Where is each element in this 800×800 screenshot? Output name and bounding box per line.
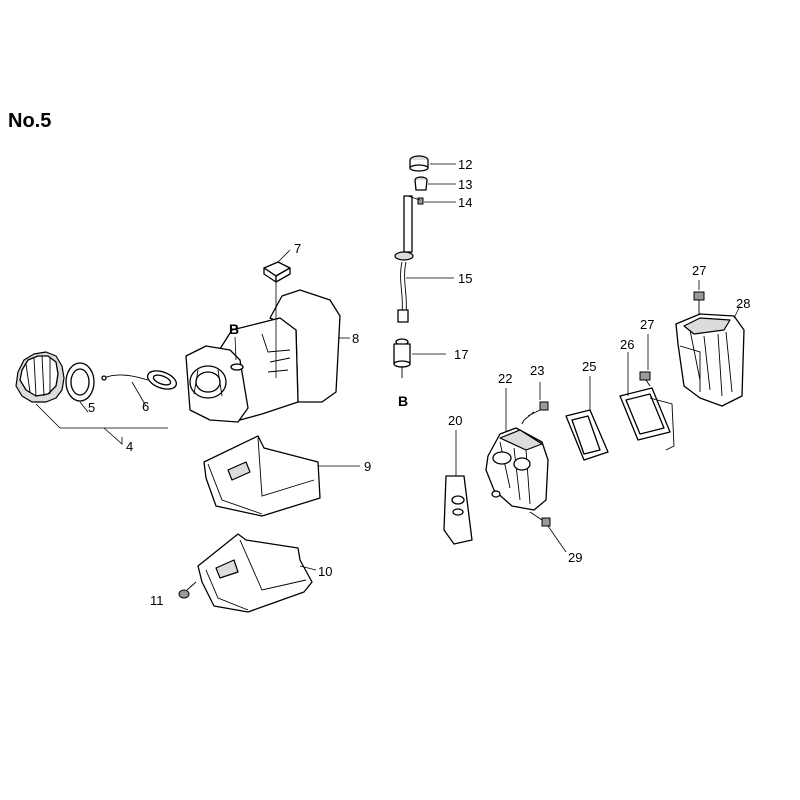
callout-20: 20	[448, 413, 462, 428]
screw-27-upper	[693, 291, 705, 314]
callout-8: 8	[352, 331, 359, 346]
callout-12: 12	[458, 157, 472, 172]
fuel-pickup-line	[101, 370, 178, 390]
grommet-13	[414, 176, 428, 191]
cap-gasket	[65, 362, 95, 402]
grommet-12	[409, 155, 429, 172]
screw-11	[178, 581, 197, 599]
callout-27-upper: 27	[692, 263, 706, 278]
bottom-guard	[197, 533, 313, 613]
tank-port-label: B	[229, 321, 239, 337]
callout-29: 29	[568, 550, 582, 565]
callout-27-lower: 27	[640, 317, 654, 332]
diagram-title: No.5	[8, 110, 51, 132]
filter-port-label: B	[398, 393, 408, 409]
callout-13: 13	[458, 177, 472, 192]
callout-26: 26	[620, 337, 634, 352]
gasket-25	[565, 409, 609, 461]
callout-11: 11	[150, 593, 164, 608]
callout-23: 23	[530, 363, 544, 378]
callout-28: 28	[736, 296, 750, 311]
callout-15: 15	[458, 271, 472, 286]
fuel-tank	[185, 289, 341, 423]
fuel-filter-17	[393, 338, 411, 378]
tank-guard	[203, 435, 321, 517]
callout-7: 7	[294, 241, 301, 256]
bolt-23	[521, 401, 549, 425]
callout-9: 9	[364, 459, 371, 474]
muffler-cover	[675, 313, 745, 407]
callout-6: 6	[142, 399, 149, 414]
clip-14	[417, 197, 424, 205]
tank-pad	[263, 261, 291, 283]
callout-4: 4	[126, 439, 133, 454]
callout-5: 5	[88, 400, 95, 415]
bolt-29	[529, 511, 551, 527]
plate-26	[619, 387, 675, 451]
fuel-cap	[15, 351, 65, 403]
screw-27-lower	[639, 371, 651, 387]
callout-14: 14	[458, 195, 472, 210]
callout-25: 25	[582, 359, 596, 374]
callout-17: 17	[454, 347, 468, 362]
callout-22: 22	[498, 371, 512, 386]
muffler-gasket	[443, 475, 473, 545]
muffler	[485, 427, 549, 511]
fuel-hose-15	[394, 195, 421, 323]
callout-10: 10	[318, 564, 332, 579]
